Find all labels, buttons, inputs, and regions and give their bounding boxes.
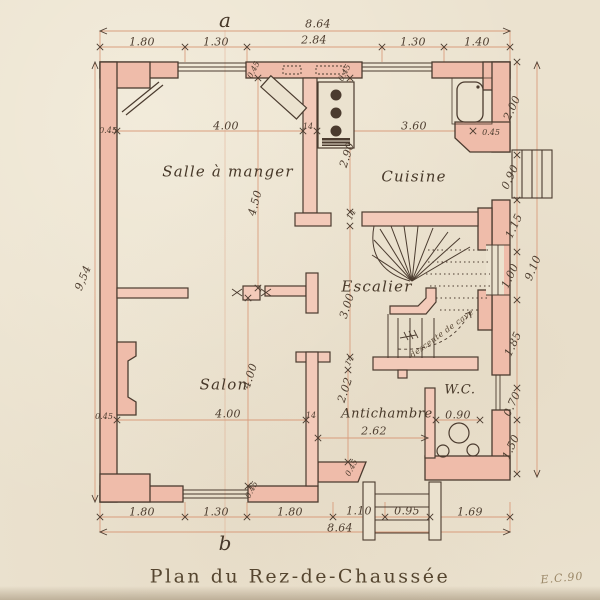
side-steps — [511, 149, 553, 199]
dim-wall-3: 0.45 — [95, 412, 113, 421]
room-label-kitchen: Cuisine — [381, 167, 447, 186]
dim-dining-width: 4.00 — [213, 119, 239, 133]
dim-top-2: 1.30 — [203, 35, 229, 49]
dim-bottom-total: 8.64 — [327, 521, 353, 535]
dim-partition-1: 14 — [302, 122, 314, 131]
signature: E.C.90 — [539, 569, 585, 587]
windows — [177, 62, 510, 502]
dim-bottom-6: 1.69 — [457, 505, 483, 519]
diagonal-stove — [259, 74, 308, 120]
dim-bottom-5: 0.95 — [394, 504, 420, 518]
stair-banister — [389, 287, 437, 315]
dim-top-5: 1.40 — [464, 35, 490, 49]
dim-bottom-4: 1.10 — [346, 504, 372, 518]
wc-fixtures — [436, 422, 480, 458]
dim-living-width: 4.00 — [215, 407, 241, 421]
dim-bottom-3: 1.80 — [277, 505, 303, 519]
door-marks — [231, 288, 272, 297]
room-label-dining: Salle à manger — [162, 162, 294, 181]
paper-edge-shadow — [0, 586, 600, 600]
room-label-stairs: Escalier — [341, 277, 413, 296]
sink — [451, 77, 493, 125]
dim-bottom-2: 1.30 — [203, 505, 229, 519]
dim-top-total: 8.64 — [305, 17, 331, 31]
section-marker-a: a — [219, 8, 231, 32]
staircase — [371, 225, 490, 358]
dim-top-1: 1.80 — [129, 35, 155, 49]
section-marker-b: b — [218, 531, 232, 555]
front-steps — [362, 481, 442, 541]
dim-bottom-1: 1.80 — [129, 505, 155, 519]
dimension-ticks — [91, 27, 541, 536]
room-label-hall: Antichambre — [341, 406, 433, 422]
room-label-living: Salon — [199, 375, 249, 394]
dim-wall-1: 0.45 — [99, 126, 117, 135]
dimension-lines — [94, 30, 538, 540]
dim-partition-4: 14 — [305, 411, 317, 420]
corner-flue-lines — [121, 81, 164, 116]
drawing-title: Plan du Rez-de-Chaussée — [149, 565, 451, 588]
dim-top-4: 1.30 — [400, 35, 426, 49]
dim-hall-width: 2.62 — [361, 424, 387, 438]
dim-wall-2: 0.45 — [482, 128, 500, 137]
stove — [317, 81, 355, 149]
dim-wc-width: 0.90 — [445, 408, 471, 422]
dim-kitchen-width: 3.60 — [401, 119, 427, 133]
dim-top-3: 2.84 — [301, 33, 327, 47]
room-label-wc: W.C. — [444, 382, 476, 398]
interior-partitions — [116, 77, 479, 487]
stair-direction-arrow — [399, 329, 419, 341]
